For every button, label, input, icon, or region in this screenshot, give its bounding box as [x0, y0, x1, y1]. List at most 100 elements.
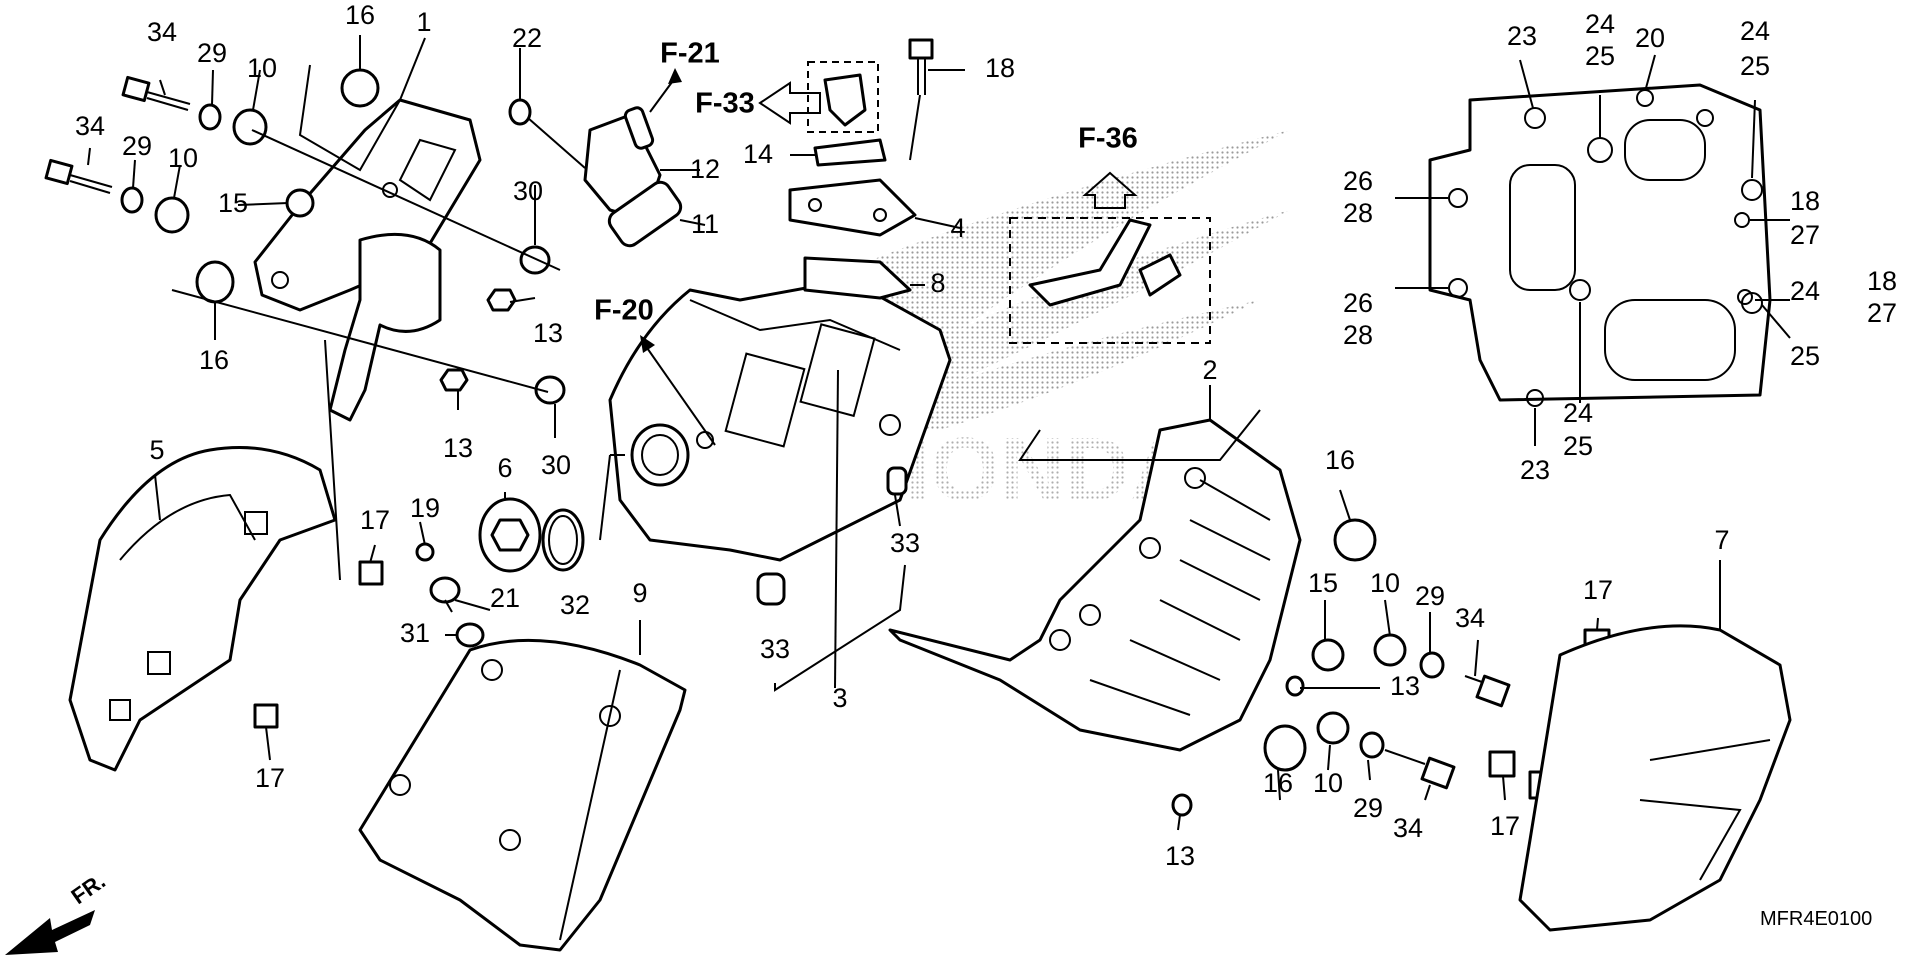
part-cap-11 — [607, 180, 683, 248]
callout-23: 23 — [1520, 455, 1550, 485]
fasteners-right — [1171, 518, 1511, 817]
callout-33: 33 — [890, 528, 920, 558]
front-label: FR. — [67, 868, 110, 909]
callout-29: 29 — [197, 38, 227, 68]
callout-10: 10 — [168, 143, 198, 173]
callout-28: 28 — [1343, 320, 1373, 350]
callout-7: 7 — [1714, 525, 1729, 555]
callout-18: 18 — [1790, 186, 1820, 216]
part-bracket-1 — [253, 98, 482, 422]
callout-33: 33 — [760, 634, 790, 664]
callout-13: 13 — [1390, 671, 1420, 701]
callout-4: 4 — [950, 213, 965, 243]
part-plate-4 — [788, 178, 917, 237]
callout-23: 23 — [1507, 21, 1537, 51]
callout-29: 29 — [1415, 581, 1445, 611]
gasket-plate — [1428, 83, 1772, 407]
callout-10: 10 — [1313, 768, 1343, 798]
callout-16: 16 — [1263, 768, 1293, 798]
callout-25: 25 — [1563, 431, 1593, 461]
callout-29: 29 — [1353, 793, 1383, 823]
callout-2: 2 — [1202, 355, 1217, 385]
leader-lines — [87, 35, 1791, 831]
part-oring-32 — [541, 508, 585, 572]
callout-17: 17 — [1583, 575, 1613, 605]
front-arrow — [5, 910, 95, 955]
callout-11: 11 — [691, 209, 719, 239]
arrow-f20 — [640, 335, 716, 446]
callout-6: 6 — [497, 453, 512, 483]
washers-nuts-left — [120, 68, 566, 405]
callout-15: 15 — [218, 188, 248, 218]
callout-21: 21 — [490, 583, 520, 613]
small-bolts-19-21-31 — [415, 542, 485, 648]
diagram-code: MFR4E0100 — [1760, 908, 1872, 930]
callout-24: 24 — [1585, 9, 1615, 39]
callout-20: 20 — [1635, 23, 1665, 53]
callout-12: 12 — [690, 154, 720, 184]
callout-14: 14 — [743, 139, 773, 169]
callout-30: 30 — [513, 176, 543, 206]
callout-10: 10 — [247, 53, 277, 83]
callout-18: 18 — [985, 53, 1015, 83]
callout-18: 18 — [1867, 266, 1897, 296]
callout-13: 13 — [443, 433, 473, 463]
arrow-f33 — [758, 81, 821, 125]
callout-26: 26 — [1343, 166, 1373, 196]
callout-25: 25 — [1790, 341, 1820, 371]
callout-34: 34 — [1393, 813, 1423, 843]
callout-5: 5 — [149, 435, 164, 465]
callout-19: 19 — [410, 493, 440, 523]
part-plug-6 — [478, 497, 542, 573]
bolt-34-upper — [121, 75, 191, 111]
callout-labels: 1 16 34 29 10 34 29 10 15 16 30 13 13 30… — [75, 0, 1897, 871]
callout-27: 27 — [1790, 220, 1820, 250]
callout-17: 17 — [1490, 811, 1520, 841]
part-cover-9 — [358, 638, 687, 952]
callout-17: 17 — [255, 763, 285, 793]
callout-22: 22 — [512, 23, 542, 53]
callout-24: 24 — [1740, 16, 1770, 46]
part-gasket-8 — [803, 256, 912, 300]
part-head-cover-2 — [888, 418, 1302, 752]
callout-34: 34 — [147, 17, 177, 47]
callout-3: 3 — [832, 683, 847, 713]
callout-8: 8 — [930, 268, 945, 298]
arrow-f36 — [1082, 171, 1138, 209]
reference-f33: F-33 — [695, 88, 755, 120]
part-side-cover-7 — [1518, 624, 1792, 932]
callout-9: 9 — [632, 578, 647, 608]
callout-17: 17 — [360, 505, 390, 535]
reference-f20: F-20 — [594, 295, 654, 327]
callout-28: 28 — [1343, 198, 1373, 228]
bolt-22 — [508, 98, 586, 169]
callout-34: 34 — [75, 111, 105, 141]
callout-34: 34 — [1455, 603, 1485, 633]
part-cylinder-head-3 — [608, 278, 952, 562]
callout-16: 16 — [1325, 445, 1355, 475]
callout-29: 29 — [122, 131, 152, 161]
reference-f36: F-36 — [1078, 123, 1138, 155]
callout-16: 16 — [199, 345, 229, 375]
callout-13: 13 — [1165, 841, 1195, 871]
callout-32: 32 — [560, 590, 590, 620]
reference-f21: F-21 — [660, 38, 720, 70]
arrow-f21 — [649, 68, 682, 113]
callout-25: 25 — [1740, 51, 1770, 81]
part-bracket-14 — [807, 61, 887, 167]
callout-26: 26 — [1343, 288, 1373, 318]
callout-16: 16 — [345, 0, 375, 30]
callout-24: 24 — [1790, 276, 1820, 306]
callout-15: 15 — [1308, 568, 1338, 598]
callout-30: 30 — [541, 450, 571, 480]
callout-1: 1 — [416, 7, 431, 37]
collars-33 — [756, 466, 908, 606]
bolt-34-lower — [44, 158, 113, 194]
callout-31: 31 — [400, 618, 430, 648]
part-side-cover-5 — [68, 446, 337, 772]
bolt-18-top — [908, 38, 934, 95]
pipe-f36 — [1009, 217, 1211, 344]
callout-13: 13 — [533, 318, 563, 348]
callout-25: 25 — [1585, 41, 1615, 71]
